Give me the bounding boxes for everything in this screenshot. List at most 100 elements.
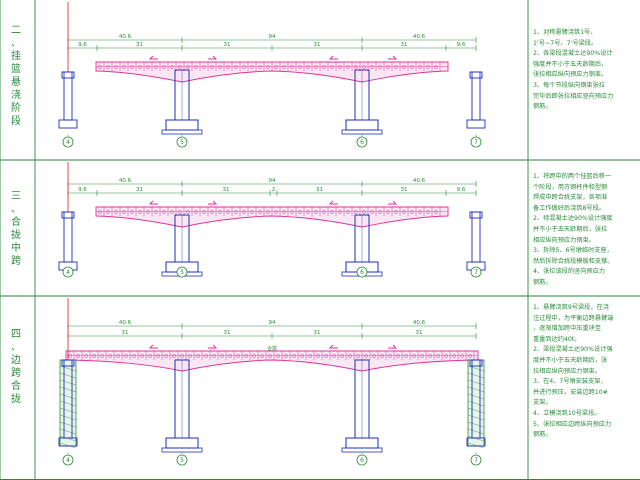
stage-label-char: 阶 bbox=[11, 103, 21, 114]
note-line: 然后拆除合拢段模板和支撑。 bbox=[533, 257, 614, 265]
stage-label-char: 、 bbox=[11, 342, 21, 353]
segment-mark bbox=[156, 354, 160, 358]
pier-number-circle bbox=[356, 266, 368, 278]
segment-mark bbox=[250, 65, 254, 69]
traveller-arrow bbox=[148, 344, 158, 349]
note-line: 3、拆除5、6号墩临时支座， bbox=[533, 247, 613, 255]
pier-cap bbox=[469, 211, 483, 219]
note-line: 1、对称悬臂浇筑1号、 bbox=[533, 29, 597, 36]
scaffold-brace bbox=[59, 414, 77, 421]
segment-mark bbox=[226, 65, 230, 69]
segment-mark bbox=[362, 210, 366, 214]
stage-label-char: 浇 bbox=[11, 90, 21, 101]
scaffold-brace bbox=[467, 421, 485, 428]
traveller-arrow bbox=[148, 200, 158, 205]
stage-label-char: 、 bbox=[11, 204, 21, 215]
segment-mark bbox=[386, 210, 390, 214]
dimension-label: 31 bbox=[136, 187, 143, 193]
segment-mark bbox=[298, 210, 302, 214]
segment-mark bbox=[186, 210, 190, 214]
scaffold-brace bbox=[59, 442, 77, 449]
segment-mark bbox=[418, 210, 422, 214]
segment-mark bbox=[402, 210, 406, 214]
pier-footing bbox=[345, 437, 379, 449]
scaffold-brace bbox=[467, 400, 485, 407]
segment-mark bbox=[340, 354, 344, 358]
scaffold-brace bbox=[467, 386, 485, 393]
dimension-label: 40.6 bbox=[119, 34, 132, 40]
segment-mark bbox=[380, 354, 384, 358]
segment-mark bbox=[362, 65, 366, 69]
segment-mark bbox=[314, 210, 318, 214]
segment-mark bbox=[394, 210, 398, 214]
note-line: 4、张拉该段的竖向预应力 bbox=[533, 268, 605, 276]
segment-mark bbox=[170, 210, 174, 214]
scaffold-brace bbox=[467, 365, 485, 372]
segment-mark bbox=[226, 210, 230, 214]
pile-cap bbox=[341, 129, 383, 135]
segment-mark bbox=[444, 354, 448, 358]
segment-mark bbox=[426, 65, 430, 69]
segment-mark bbox=[404, 354, 408, 358]
segment-mark bbox=[204, 354, 208, 358]
pier-number: 5 bbox=[180, 139, 184, 146]
segment-mark bbox=[92, 354, 96, 358]
note-line: 钢筋。 bbox=[533, 103, 552, 111]
pier-number-circle bbox=[470, 266, 482, 278]
segment-mark bbox=[114, 210, 118, 214]
segment-mark bbox=[354, 210, 358, 214]
segment-mark bbox=[172, 354, 176, 358]
note-line: 钢筋。 bbox=[533, 278, 552, 286]
segment-mark bbox=[108, 354, 112, 358]
segment-mark bbox=[308, 354, 312, 358]
dimension-label: 31 bbox=[314, 330, 321, 336]
segment-mark bbox=[210, 65, 214, 69]
stage-label-char: 跨 bbox=[11, 368, 21, 379]
segment-mark bbox=[330, 65, 334, 69]
scaffold-brace bbox=[467, 393, 485, 400]
scaffold-brace bbox=[59, 379, 77, 386]
pile-cap bbox=[161, 447, 203, 453]
segment-mark bbox=[332, 354, 336, 358]
traveller-arrow bbox=[388, 200, 398, 205]
note-line: 钢筋。 bbox=[533, 431, 552, 439]
note-line: 2、各梁段混凝土达90%设计 bbox=[533, 50, 613, 58]
pier-number: 6 bbox=[360, 139, 364, 146]
dimension-label: 9.6 bbox=[457, 187, 466, 193]
segment-mark bbox=[84, 354, 88, 358]
pile-cap bbox=[161, 129, 203, 135]
scaffold-brace bbox=[467, 428, 485, 435]
end-pier-column bbox=[63, 211, 73, 263]
segment-mark bbox=[316, 354, 320, 358]
pier-number: 4 bbox=[66, 139, 70, 146]
traveller-arrow bbox=[388, 344, 398, 349]
stage-notes-2: 1、对称悬臂浇筑1号、 1’号~7号、7’号梁段。 2、各梁段混凝土达90%设计… bbox=[533, 28, 629, 113]
pier-number-circle bbox=[356, 136, 368, 148]
segment-mark bbox=[266, 210, 270, 214]
segment-mark bbox=[324, 354, 328, 358]
traveller-arrow bbox=[208, 200, 218, 205]
segment-mark bbox=[292, 354, 296, 358]
segment-mark bbox=[98, 210, 102, 214]
segment-mark bbox=[202, 65, 206, 69]
segment-mark bbox=[210, 210, 214, 214]
dimension-label: 9.6 bbox=[457, 42, 466, 48]
dimension-label: 94 bbox=[269, 178, 276, 184]
segment-mark bbox=[170, 65, 174, 69]
dimension-label: 31 bbox=[416, 330, 423, 336]
note-line: 张拉相应纵向预应力钢束。 bbox=[533, 71, 608, 79]
stage-label-char: 中 bbox=[11, 243, 21, 254]
pier-number: 5 bbox=[180, 457, 184, 464]
segment-mark bbox=[234, 210, 238, 214]
segment-mark bbox=[258, 210, 262, 214]
traveller-arrow bbox=[148, 55, 158, 60]
segment-mark bbox=[434, 210, 438, 214]
segment-mark bbox=[202, 210, 206, 214]
segment-mark bbox=[354, 65, 358, 69]
note-line: ，逐渐增加跨中压重块至 bbox=[533, 325, 602, 333]
pier-number: 5 bbox=[180, 269, 184, 276]
segment-mark bbox=[132, 354, 136, 358]
segment-mark bbox=[378, 210, 382, 214]
pier-number-circle bbox=[62, 136, 74, 148]
pier-number: 7 bbox=[474, 139, 478, 146]
